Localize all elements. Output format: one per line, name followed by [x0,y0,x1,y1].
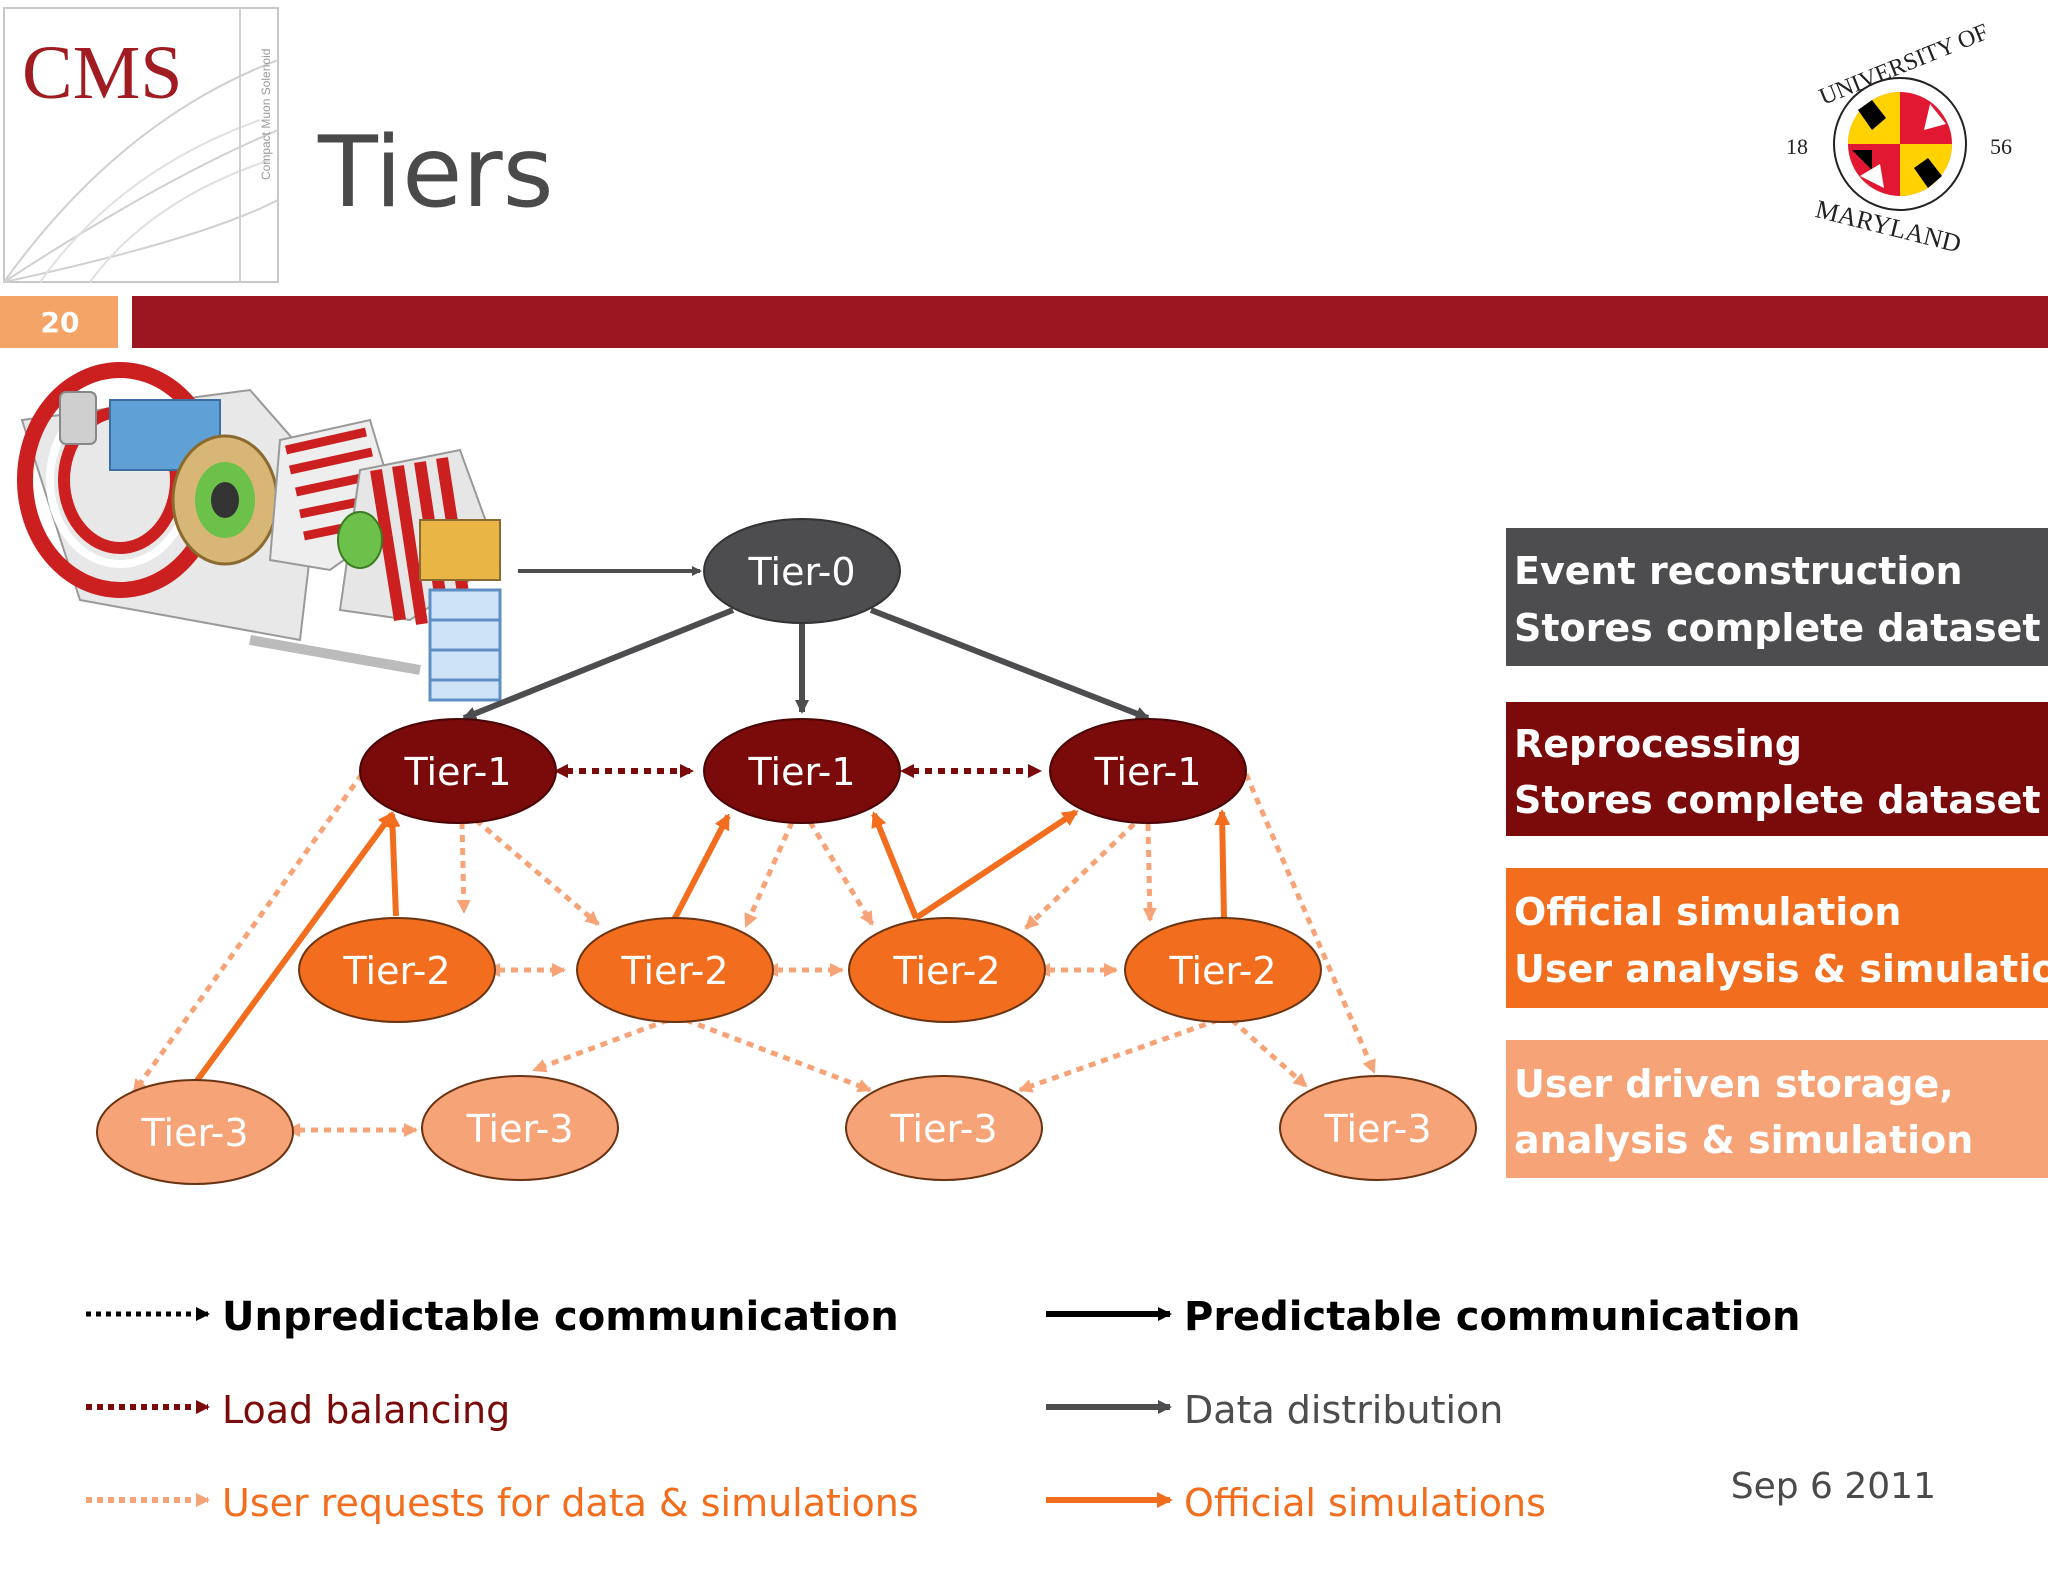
tier-3-description-line-2: analysis & simulation [1514,1118,1973,1162]
tier-3-description: User driven storage, analysis & simulati… [1506,1040,2048,1178]
tier-2-node: Tier-2 [848,917,1046,1023]
tier-3-node: Tier-3 [96,1079,294,1185]
tier-0-description-line-2: Stores complete dataset [1514,606,2041,650]
slide-date: Sep 6 2011 [1731,1466,1936,1507]
tier-0-node: Tier-0 [703,518,901,624]
legend-load-balancing-label: Load balancing [222,1388,510,1432]
tier-3-label: Tier-3 [1323,1107,1431,1151]
tier-2-node: Tier-2 [1124,917,1322,1023]
header-bar [132,296,2048,348]
tier-2-description-line-2: User analysis & simulation [1514,947,2048,991]
legend: Unpredictable communication Load balanci… [86,1294,1800,1525]
tier-1-label: Tier-1 [747,750,855,794]
umd-seal-year-right: 56 [1990,134,2012,159]
tier-0-description: Event reconstruction Stores complete dat… [1506,528,2048,666]
legend-data-distribution-label: Data distribution [1184,1388,1503,1432]
umd-seal: UNIVERSITY OF MARYLAND 18 56 [1786,19,2012,258]
tier-2-label: Tier-2 [620,949,728,993]
cms-logo-text: CMS [22,31,183,115]
tier-1-node: Tier-1 [703,718,901,824]
tier-1-node: Tier-1 [359,718,557,824]
tier-3-node: Tier-3 [1279,1075,1477,1181]
tier-2-label: Tier-2 [892,949,1000,993]
tier-3-label: Tier-3 [465,1107,573,1151]
tier-1-description-line-1: Reprocessing [1514,722,1802,766]
tier-1-description-line-2: Stores complete dataset [1514,778,2041,822]
tier-0-description-line-1: Event reconstruction [1514,549,1963,593]
tier-2-label: Tier-2 [342,949,450,993]
tier-3-description-line-1: User driven storage, [1514,1062,1954,1106]
tier-1-label: Tier-1 [403,750,511,794]
tier-1-node: Tier-1 [1049,718,1247,824]
tier-0-label: Tier-0 [747,550,855,594]
tier-3-node: Tier-3 [845,1075,1043,1181]
tier-1-label: Tier-1 [1093,750,1201,794]
legend-unpredictable-label: Unpredictable communication [222,1294,899,1340]
legend-official-simulations-label: Official simulations [1184,1481,1546,1525]
tier-2-node: Tier-2 [576,917,774,1023]
page-number: 20 [41,306,80,339]
tier-2-label: Tier-2 [1168,949,1276,993]
tier-3-label: Tier-3 [140,1111,248,1155]
connections [131,566,1377,1137]
cms-logo: CMS Compact Muon Solenoid [3,7,279,283]
slide-title: Tiers [317,116,554,230]
page-number-badge [0,296,118,348]
umd-seal-year-left: 18 [1786,134,1808,159]
tier-2-node: Tier-2 [298,917,496,1023]
tier-1-description: Reprocessing Stores complete dataset [1506,702,2048,836]
legend-user-requests-label: User requests for data & simulations [222,1481,919,1525]
legend-predictable-label: Predictable communication [1184,1294,1800,1340]
tier-3-label: Tier-3 [889,1107,997,1151]
cms-logo-subtext: Compact Muon Solenoid [259,49,273,180]
tier-2-description-line-1: Official simulation [1514,890,1901,934]
tier-3-node: Tier-3 [421,1075,619,1181]
tier-2-description: Official simulation User analysis & simu… [1506,868,2048,1008]
cms-detector-image [17,362,502,702]
